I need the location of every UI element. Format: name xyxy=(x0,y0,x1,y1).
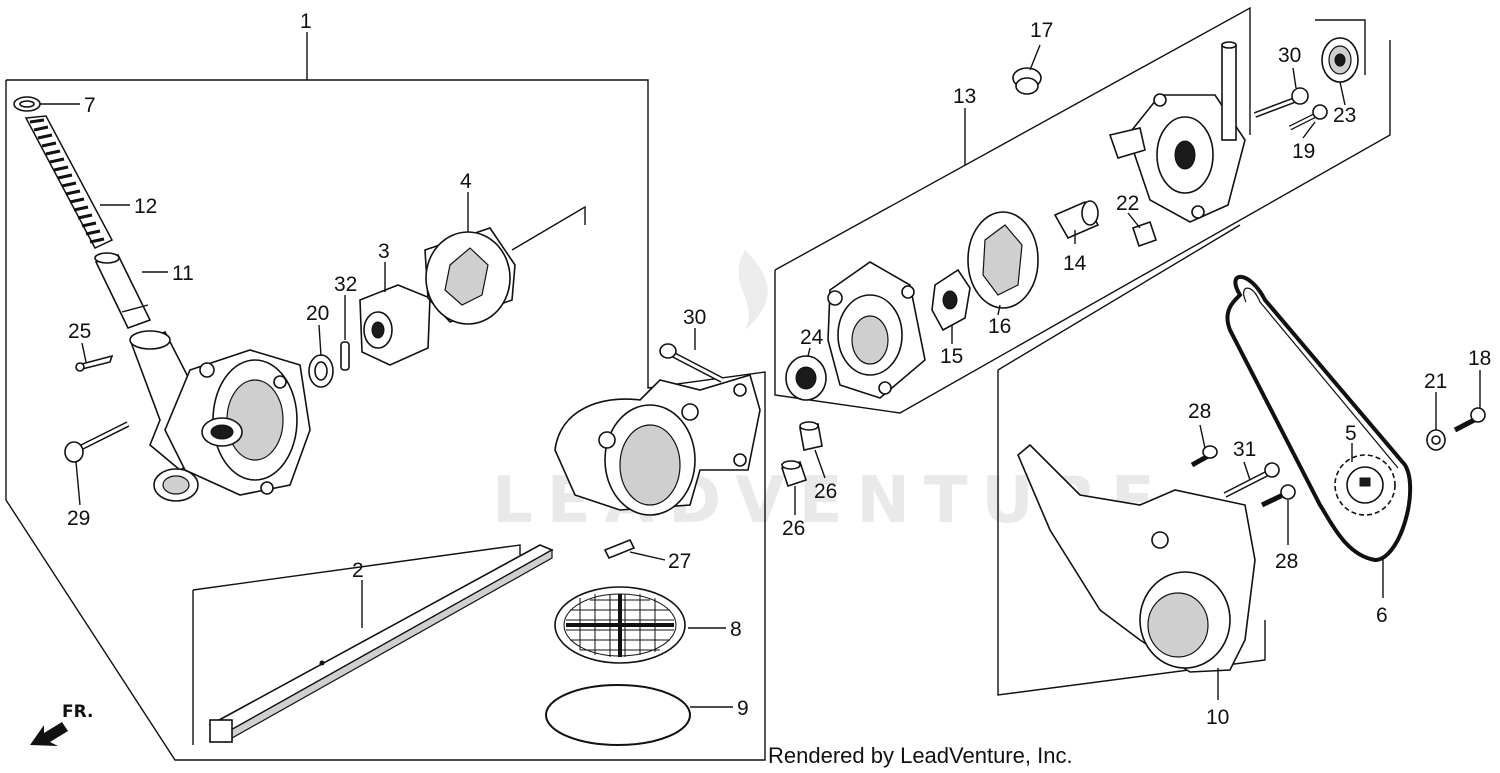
callout-1: 1 xyxy=(300,10,312,33)
dowel-pin-27 xyxy=(603,538,636,560)
flange-bolt-29 xyxy=(64,421,130,463)
bolt-28a xyxy=(1190,445,1218,468)
dowel-pin-22 xyxy=(1131,220,1158,248)
bolt-18 xyxy=(1453,407,1486,433)
seal-ring-7 xyxy=(13,96,41,112)
group-frame-shaft xyxy=(192,544,521,745)
callout-7: 7 xyxy=(84,94,96,117)
chain-guide-10 xyxy=(1017,443,1256,673)
render-credit: Rendered by LeadVenture, Inc. xyxy=(768,743,1073,768)
callout-5: 5 xyxy=(1345,422,1357,445)
callout-21: 21 xyxy=(1424,370,1447,393)
bolt-19 xyxy=(1288,104,1328,131)
grommet-17 xyxy=(1012,67,1042,95)
group-frame-rotor xyxy=(511,205,586,251)
callout-11: 11 xyxy=(172,262,194,285)
callout-3: 3 xyxy=(378,240,390,263)
inner-rotor-15 xyxy=(931,268,971,332)
bolt-31 xyxy=(1223,462,1280,498)
callout-6: 6 xyxy=(1376,604,1388,627)
strainer-housing xyxy=(554,374,761,516)
callout-22: 22 xyxy=(1116,192,1139,215)
o-ring-20 xyxy=(308,354,334,388)
callout-23: 23 xyxy=(1333,104,1356,127)
inner-rotor-3 xyxy=(359,284,431,366)
callout-15: 15 xyxy=(940,345,963,368)
leader-lines xyxy=(40,32,1481,708)
callout-28a: 28 xyxy=(1188,400,1211,423)
callout-24: 24 xyxy=(800,326,824,349)
shaft-collar-14 xyxy=(1053,200,1100,240)
group-frame-13 xyxy=(774,6,1391,414)
callout-14: 14 xyxy=(1063,252,1087,275)
callout-30b: 30 xyxy=(1278,44,1301,67)
callout-8: 8 xyxy=(730,618,742,641)
oil-seal-24 xyxy=(785,355,827,401)
group-frame-23 xyxy=(1315,19,1366,75)
bearing-23 xyxy=(1321,37,1359,83)
flange-bolt-30a xyxy=(659,343,724,383)
callout-28b: 28 xyxy=(1275,550,1298,573)
washer-21 xyxy=(1426,429,1446,451)
callout-13: 13 xyxy=(953,85,976,108)
snap-ring-9 xyxy=(545,684,691,746)
group-frame-1 xyxy=(5,79,766,761)
pump-shaft-2 xyxy=(208,544,554,743)
callout-2: 2 xyxy=(352,559,364,582)
callout-18: 18 xyxy=(1468,347,1491,370)
callout-19: 19 xyxy=(1292,140,1315,163)
oil-fill-spring xyxy=(24,115,114,249)
front-direction-arrow: FR. xyxy=(30,702,93,746)
callout-26a: 26 xyxy=(814,480,837,503)
callout-20: 20 xyxy=(306,302,329,325)
callout-27: 27 xyxy=(668,550,691,573)
flange-bolt-30b xyxy=(1253,87,1309,118)
group-frame-10 xyxy=(997,224,1266,696)
sprocket-5 xyxy=(1334,454,1396,516)
callout-labels: 1 2 3 4 5 6 7 8 9 10 11 12 13 14 15 16 1… xyxy=(67,10,1491,729)
oil-strainer-8 xyxy=(554,586,686,664)
callout-16: 16 xyxy=(988,315,1011,338)
callout-10: 10 xyxy=(1206,706,1229,729)
drive-chain-6 xyxy=(1225,274,1413,563)
callout-26b: 26 xyxy=(782,517,805,540)
outer-rotor-16 xyxy=(967,211,1039,309)
callout-29: 29 xyxy=(67,507,90,530)
callout-17: 17 xyxy=(1030,19,1053,42)
callout-30a: 30 xyxy=(683,306,706,329)
bolt-28b xyxy=(1260,484,1296,508)
callout-25: 25 xyxy=(68,320,91,343)
pump-body-rear xyxy=(1108,41,1246,223)
pin-32 xyxy=(340,341,350,371)
oil-fill-collar xyxy=(94,252,152,329)
callout-9: 9 xyxy=(737,697,749,720)
pump-housing xyxy=(129,330,311,502)
dowel-pin-26b xyxy=(780,460,808,488)
dowel-pin-26a xyxy=(799,421,823,451)
pump-body-front xyxy=(827,261,926,399)
outer-rotor-4 xyxy=(424,227,516,325)
callout-4: 4 xyxy=(460,170,472,193)
callout-32: 32 xyxy=(334,273,357,296)
front-direction-label: FR. xyxy=(62,702,93,722)
callout-12: 12 xyxy=(134,195,157,218)
callout-31: 31 xyxy=(1233,438,1256,461)
cotter-pin xyxy=(75,354,114,372)
